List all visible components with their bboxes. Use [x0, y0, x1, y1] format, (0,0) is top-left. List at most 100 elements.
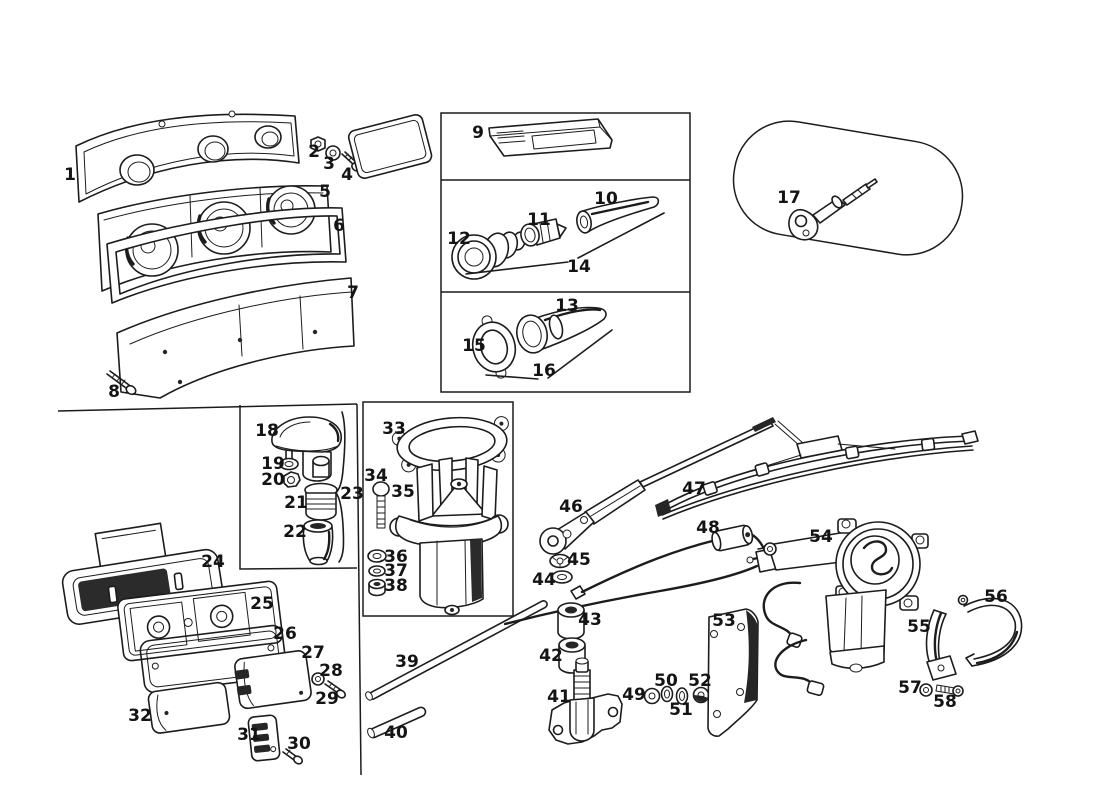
part-label-7: 7: [347, 283, 359, 303]
part-label-53: 53: [712, 611, 736, 631]
mirror-stem: [788, 178, 878, 241]
part-label-13: 13: [555, 296, 579, 316]
part-55-strap: [925, 609, 957, 681]
divider-horizontal: [57, 403, 358, 412]
drive-cable: [503, 564, 759, 626]
part-32-lens: [147, 681, 231, 734]
front-lamp-assembly: [61, 522, 346, 765]
reflector: [347, 113, 433, 179]
part-label-2: 2: [308, 142, 320, 162]
part-54-wiper-motor: [757, 518, 929, 696]
mirror-outline: [732, 120, 964, 256]
part-label-35: 35: [391, 482, 415, 502]
part-label-52: 52: [688, 671, 712, 691]
part-45-nut: [549, 553, 571, 569]
part-41-spindle: [548, 657, 623, 745]
blower-box-frame: [362, 401, 514, 617]
part-label-17: 17: [777, 188, 801, 208]
part-label-39: 39: [395, 652, 419, 672]
part-label-9: 9: [472, 123, 484, 143]
part-label-49: 49: [622, 685, 646, 705]
part-label-41: 41: [547, 687, 571, 707]
part-label-16: 16: [532, 361, 556, 381]
part-label-37: 37: [384, 561, 408, 581]
part-label-1: 1: [64, 165, 76, 185]
part-39-rod: [365, 600, 548, 701]
part-label-22: 22: [283, 522, 307, 542]
part-35-blower-motor: [389, 457, 509, 616]
part-label-26: 26: [273, 624, 297, 644]
part-label-55: 55: [907, 617, 931, 637]
part-36-washer: [367, 549, 387, 563]
part-label-27: 27: [301, 643, 325, 663]
part-label-18: 18: [255, 421, 279, 441]
part-47-wiper-blade: [655, 420, 979, 520]
part-7-lens: [116, 277, 355, 399]
part-label-23: 23: [340, 484, 364, 504]
part-42-bushing: [558, 637, 586, 674]
part-label-36: 36: [384, 547, 408, 567]
part-label-21: 21: [284, 493, 308, 513]
part-46-wiper-arm: [539, 417, 776, 555]
part-56-clamp-band: [957, 594, 1023, 667]
part-label-11: 11: [527, 210, 551, 230]
part-50-washer: [660, 685, 674, 703]
part-label-10: 10: [594, 189, 618, 209]
part-28-washer: [311, 672, 325, 686]
part-6-trim-frame: [106, 207, 347, 304]
section-frames: [57, 112, 964, 776]
part-13-holder: [516, 306, 607, 354]
part-label-50: 50: [654, 671, 678, 691]
bracket-14: [465, 212, 665, 275]
part-label-12: 12: [447, 229, 471, 249]
part-31-rubber-block: [247, 714, 281, 762]
part-label-56: 56: [984, 587, 1008, 607]
divider-vertical: [356, 403, 362, 776]
part-34-bolt: [372, 481, 390, 529]
part-label-34: 34: [364, 466, 388, 486]
part-15-gasket-ring: [471, 315, 517, 379]
part-30-screw: [282, 748, 303, 765]
part-9-courtesy-light: [488, 118, 613, 157]
part-label-33: 33: [382, 419, 406, 439]
part-label-45: 45: [567, 550, 591, 570]
part-33-gasket-ring: [391, 416, 509, 473]
part-label-48: 48: [696, 518, 720, 538]
part-label-15: 15: [462, 336, 486, 356]
part-label-19: 19: [261, 454, 285, 474]
part-label-29: 29: [315, 689, 339, 709]
bulb-panel: [451, 118, 665, 380]
part-label-31: 31: [237, 725, 261, 745]
part-44-washer: [551, 570, 573, 584]
part-label-4: 4: [341, 165, 353, 185]
part-57-washer: [919, 683, 933, 697]
part-58-screw: [935, 684, 964, 697]
part-53-bracket-plate: [707, 608, 759, 737]
switch-box-frame: [239, 405, 358, 570]
part-label-40: 40: [384, 723, 408, 743]
switch-assembly: [271, 411, 346, 566]
part-label-42: 42: [539, 646, 563, 666]
part-label-54: 54: [809, 527, 833, 547]
part-label-5: 5: [319, 182, 331, 202]
part-29-screw: [324, 680, 346, 699]
part-label-58: 58: [933, 692, 957, 712]
part-label-8: 8: [108, 382, 120, 402]
bracket-23: [335, 411, 346, 563]
part-49-nut: [643, 687, 661, 705]
part-label-57: 57: [898, 678, 922, 698]
part-38-nut: [368, 578, 386, 597]
tail-light-assembly: [75, 110, 433, 399]
part-20-nut: [283, 471, 301, 488]
part-48-cable: [570, 524, 770, 600]
part-2-nut: [310, 136, 326, 152]
bulb-panel-frame: [440, 112, 691, 393]
wiper-system: [365, 417, 1023, 745]
part-label-43: 43: [578, 610, 602, 630]
part-label-24: 24: [201, 552, 225, 572]
part-1-gasket: [75, 110, 300, 203]
part-label-14: 14: [567, 257, 591, 277]
part-3-washer: [325, 145, 341, 161]
part-label-46: 46: [559, 497, 583, 517]
